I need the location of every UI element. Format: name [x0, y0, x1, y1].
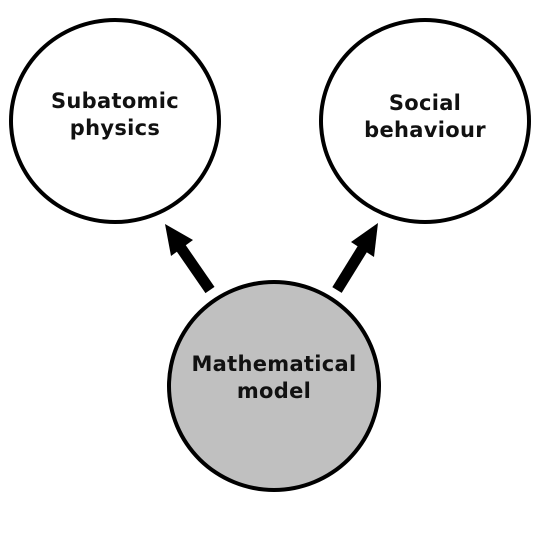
subatomic-label-line1: Subatomic — [51, 89, 179, 113]
social-label-line1: Social — [388, 91, 462, 115]
social-behaviour-label: Social behaviour — [364, 90, 486, 144]
arrow-to-subatomic — [165, 224, 215, 294]
subatomic-label-line2: physics — [69, 116, 161, 140]
subatomic-physics-node: Subatomic physics — [9, 18, 221, 224]
mathematical-model-label: Mathematical model — [191, 351, 356, 405]
social-behaviour-node: Social behaviour — [319, 18, 531, 224]
model-label-line1: Mathematical — [191, 352, 357, 376]
subatomic-physics-label: Subatomic physics — [51, 88, 179, 142]
arrow-to-social — [332, 223, 378, 293]
mathematical-model-node: Mathematical model — [167, 280, 381, 492]
model-label-line2: model — [236, 379, 312, 403]
social-label-line2: behaviour — [364, 118, 486, 142]
